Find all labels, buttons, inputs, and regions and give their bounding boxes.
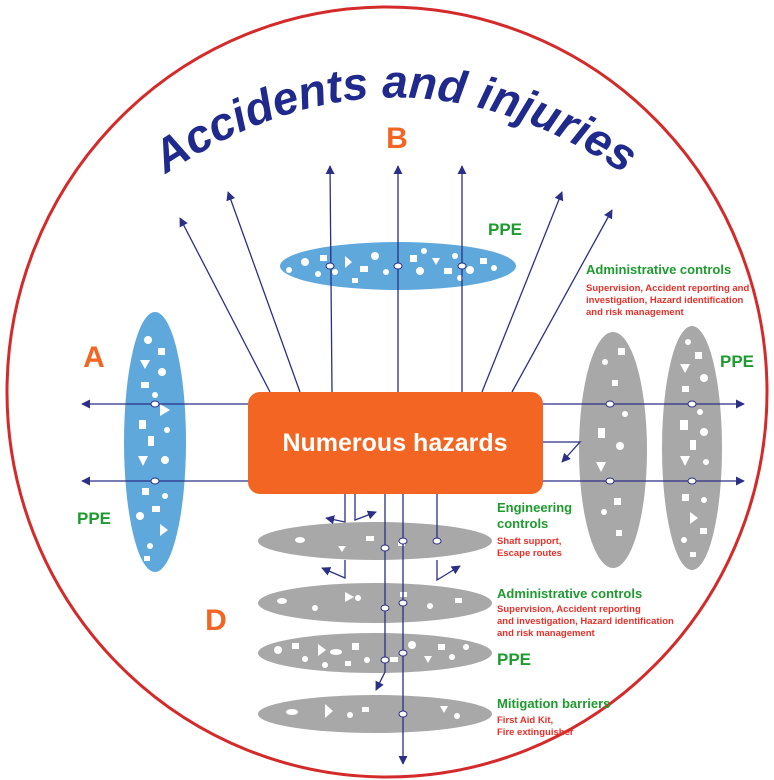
engineering-sub: Shaft support, Escape routes [497,536,564,559]
barrier-d-engineering [258,522,492,560]
barrier-d-mitigation [258,695,492,733]
letter-d: D [205,604,227,637]
label-ppe-d: PPE [497,650,531,669]
barrier-c-administrative [579,332,647,568]
label-ppe-a: PPE [77,509,111,528]
label-ppe-b: PPE [488,220,522,239]
barrier-d-ppe [258,633,492,673]
hazard-label: Numerous hazards [282,429,507,457]
admin-d-title: Administrative controls [497,586,642,601]
label-ppe-c: PPE [720,352,754,371]
mitigation-title: Mitigation barriers [497,696,610,711]
letter-b: B [386,122,408,155]
admin-top-title: Administrative controls [586,262,731,277]
barrier-d-administrative [258,583,492,623]
barrier-c-ppe [662,326,722,570]
hazard-box: Numerous hazards [248,392,543,494]
letter-a: A [83,341,105,374]
barrier-a-ppe [124,312,186,572]
